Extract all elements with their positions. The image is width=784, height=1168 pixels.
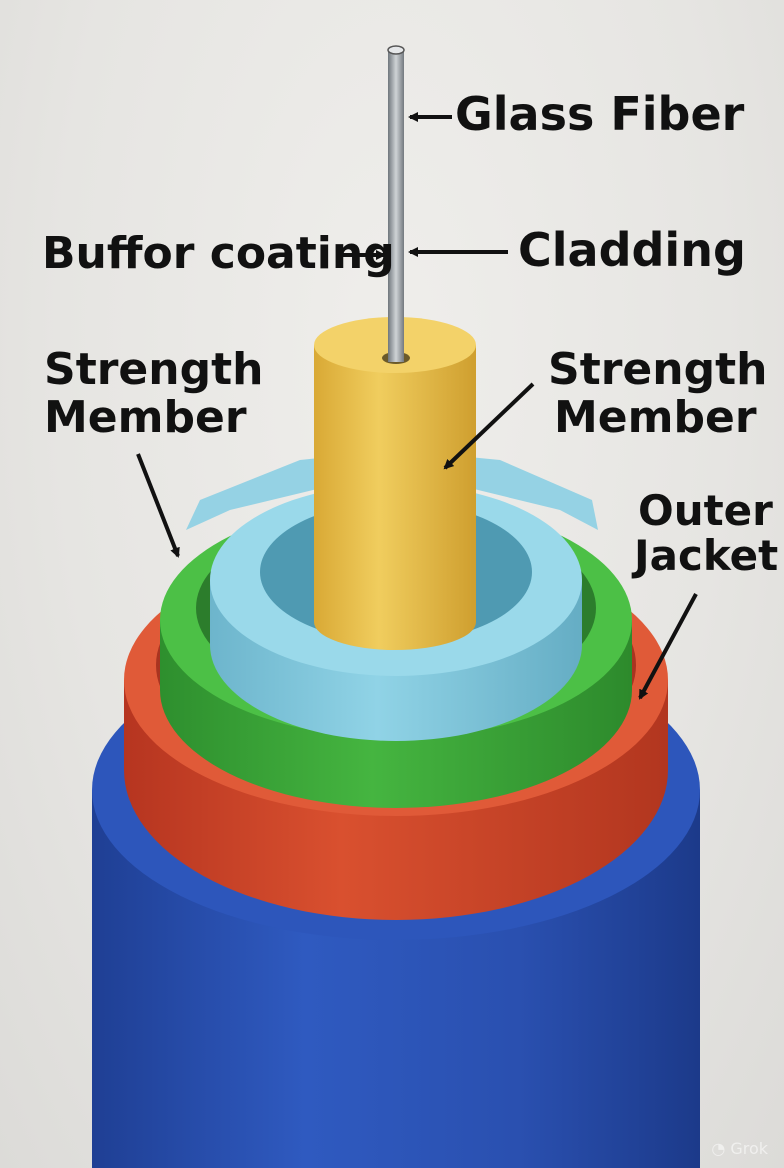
label-strength-member-left: Strength Member: [44, 346, 263, 441]
label-glass-fiber: Glass Fiber: [455, 87, 745, 141]
label-strength-member-left-line1: Strength: [44, 344, 264, 395]
watermark: ◔ Grok: [711, 1139, 768, 1158]
watermark-text: Grok: [730, 1139, 768, 1158]
arrow-strength-member-left: [136, 453, 180, 558]
arrow-outer-jacket: [638, 593, 698, 700]
core-cylinder: [314, 317, 476, 650]
label-buffer-coating: Buffor coating: [42, 228, 395, 279]
label-outer-jacket: Outer Jacket: [634, 488, 778, 579]
label-strength-member-right-line2: Member: [554, 391, 757, 443]
label-strength-member-right-line1: Strength: [548, 344, 768, 395]
arrow-strength-member-right: [443, 382, 535, 470]
label-outer-jacket-line2: Jacket: [634, 531, 779, 581]
label-strength-member-right: Strength Member: [548, 346, 767, 441]
label-outer-jacket-line1: Outer: [638, 486, 773, 535]
watermark-logo-icon: ◔: [711, 1139, 726, 1158]
label-strength-member-left-line2: Member: [44, 391, 247, 443]
label-cladding: Cladding: [518, 223, 746, 277]
glass-fiber: [387, 45, 405, 362]
annotation-arrows: [136, 112, 698, 700]
